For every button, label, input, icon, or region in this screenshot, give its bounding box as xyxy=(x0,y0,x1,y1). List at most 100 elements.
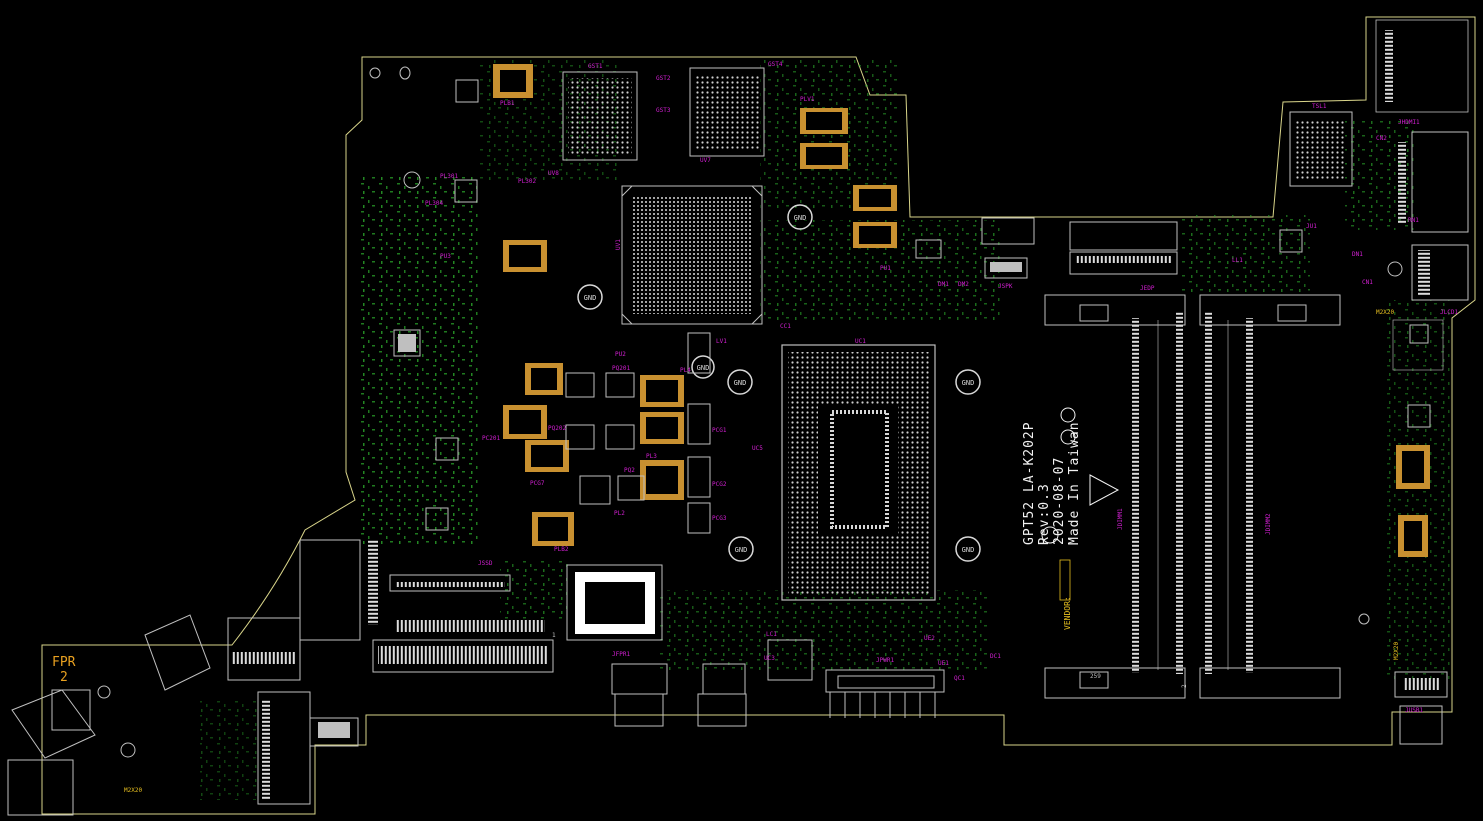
fingerprint-connector[interactable] xyxy=(7,614,211,816)
gnd-pad[interactable]: GND xyxy=(728,536,754,562)
reference-designators: PLB1 PLB2 PL301 PL302 PL304 PL2 PL3 PL4 … xyxy=(425,96,1458,714)
svg-text:UE2: UE2 xyxy=(924,635,935,642)
svg-text:TSL1: TSL1 xyxy=(1312,103,1327,110)
cpu-chip[interactable]: UC1 xyxy=(781,338,936,601)
gnd-pad[interactable]: GND xyxy=(691,355,715,379)
gnd-pad[interactable]: GND xyxy=(727,369,753,395)
gnd-pad[interactable]: GND xyxy=(955,369,981,395)
svg-text:LC1: LC1 xyxy=(766,631,777,638)
svg-text:GPT52 LA-K202P: GPT52 LA-K202P xyxy=(1022,421,1037,545)
svg-text:CN2: CN2 xyxy=(1376,135,1387,142)
svg-text:UV8: UV8 xyxy=(548,170,559,177)
controller-chip[interactable] xyxy=(566,564,663,641)
mount-label: M2X20 xyxy=(1393,642,1400,660)
bottom-right-connector[interactable] xyxy=(1394,671,1448,745)
power-inductor xyxy=(493,64,1430,557)
svg-text:GND: GND xyxy=(794,214,807,222)
svg-text:JSSD: JSSD xyxy=(478,560,493,567)
dimm-slot-1[interactable]: JDIMM1 259 xyxy=(1044,294,1186,699)
svg-text:LL1: LL1 xyxy=(1232,257,1243,264)
logo-mark xyxy=(1060,429,1076,445)
svg-text:PCG3: PCG3 xyxy=(712,515,727,522)
vendor-label: VENDOR: xyxy=(1063,596,1072,630)
mounting-hole xyxy=(1387,261,1403,277)
svg-text:JUSB1: JUSB1 xyxy=(1405,707,1423,714)
mounting-hole xyxy=(1358,613,1370,625)
fan-connector xyxy=(915,239,942,259)
svg-text:DM1: DM1 xyxy=(938,281,949,288)
small-connector xyxy=(1392,319,1444,371)
svg-text:PQ201: PQ201 xyxy=(612,365,630,372)
gnd-pad[interactable]: GND xyxy=(577,284,603,310)
svg-text:GND: GND xyxy=(584,294,597,302)
lcd-connector[interactable] xyxy=(227,539,378,681)
svg-text:PLB2: PLB2 xyxy=(554,546,569,553)
audio-jack[interactable] xyxy=(611,663,747,727)
svg-text:PL4: PL4 xyxy=(680,367,691,374)
speaker-connector[interactable]: JSPK xyxy=(981,217,1035,290)
svg-text:CN1: CN1 xyxy=(1362,279,1373,286)
svg-text:PU3: PU3 xyxy=(440,253,451,260)
svg-text:PL301: PL301 xyxy=(440,173,458,180)
mounting-hole xyxy=(403,171,421,189)
svg-text:UC1: UC1 xyxy=(855,338,866,345)
small-connector xyxy=(1059,559,1071,601)
power-jack[interactable]: JPWR1 xyxy=(825,657,945,718)
svg-text:2: 2 xyxy=(1181,684,1188,688)
mounting-hole xyxy=(120,742,136,758)
dimm-slot-2[interactable]: JDIMM2 2 xyxy=(1181,294,1341,699)
svg-text:GND: GND xyxy=(697,364,710,372)
mounting-hole xyxy=(369,67,381,79)
silkscreen-text: GPT52 LA-K202P Rev:0.3 2020-08-07 Made I… xyxy=(1022,421,1082,545)
svg-text:GND: GND xyxy=(735,546,748,554)
logo-mark xyxy=(1041,526,1059,544)
memory-chip[interactable]: GST4 UV7 xyxy=(689,61,783,164)
svg-text:DM2: DM2 xyxy=(958,281,969,288)
svg-text:GST4: GST4 xyxy=(768,61,783,68)
svg-text:JSPK: JSPK xyxy=(998,283,1013,290)
fpr-label: FPR xyxy=(52,655,76,670)
svg-text:UV1: UV1 xyxy=(615,239,622,250)
svg-text:JHDMI1: JHDMI1 xyxy=(1398,119,1420,126)
gnd-pad[interactable]: GND xyxy=(955,536,981,562)
mosfet xyxy=(393,79,1431,681)
svg-text:PC201: PC201 xyxy=(482,435,500,442)
fpr-label-number: 2 xyxy=(60,670,68,685)
svg-text:RN1: RN1 xyxy=(1408,217,1419,224)
svg-text:GST1: GST1 xyxy=(588,63,603,70)
svg-text:GND: GND xyxy=(962,546,975,554)
svg-text:PL304: PL304 xyxy=(425,200,443,207)
orientation-mark xyxy=(1089,474,1120,506)
svg-text:2020-08-07: 2020-08-07 xyxy=(1052,457,1067,545)
sd-slot[interactable] xyxy=(1375,19,1469,113)
mount-label: M2X20 xyxy=(124,787,142,794)
svg-text:QC1: QC1 xyxy=(954,675,965,682)
svg-text:UE1: UE1 xyxy=(938,660,949,667)
svg-text:JFPR1: JFPR1 xyxy=(612,651,630,658)
gnd-pad[interactable]: GND xyxy=(787,204,813,230)
svg-text:PCG7: PCG7 xyxy=(530,480,545,487)
edp-connector[interactable]: JEDP xyxy=(1069,221,1178,292)
svg-text:PL3: PL3 xyxy=(646,453,657,460)
svg-text:DN1: DN1 xyxy=(1352,251,1363,258)
pin-number: 1 xyxy=(552,632,556,639)
svg-text:GND: GND xyxy=(734,379,747,387)
mounting-hole xyxy=(399,66,411,80)
hdmi-port[interactable]: JHDMI1 xyxy=(1398,119,1469,233)
svg-text:PLV1: PLV1 xyxy=(800,96,815,103)
svg-text:PCG2: PCG2 xyxy=(712,481,727,488)
svg-text:GST2: GST2 xyxy=(656,75,671,82)
svg-text:PL2: PL2 xyxy=(614,510,625,517)
tsl-chip[interactable]: TSL1 xyxy=(1289,103,1353,187)
svg-text:JEDP: JEDP xyxy=(1140,285,1155,292)
memory-chip[interactable]: GST1 xyxy=(562,63,638,161)
svg-text:Made In Taiwan: Made In Taiwan xyxy=(1067,421,1082,545)
svg-text:Rev:0.3: Rev:0.3 xyxy=(1037,483,1052,545)
keyboard-connector[interactable] xyxy=(257,691,359,805)
usb-port[interactable] xyxy=(1411,244,1469,301)
ssd-connector[interactable]: JSSD xyxy=(372,560,554,673)
gpu-chip[interactable]: UV1 xyxy=(615,185,763,325)
svg-text:259: 259 xyxy=(1090,673,1101,680)
logo-mark xyxy=(1060,407,1076,423)
